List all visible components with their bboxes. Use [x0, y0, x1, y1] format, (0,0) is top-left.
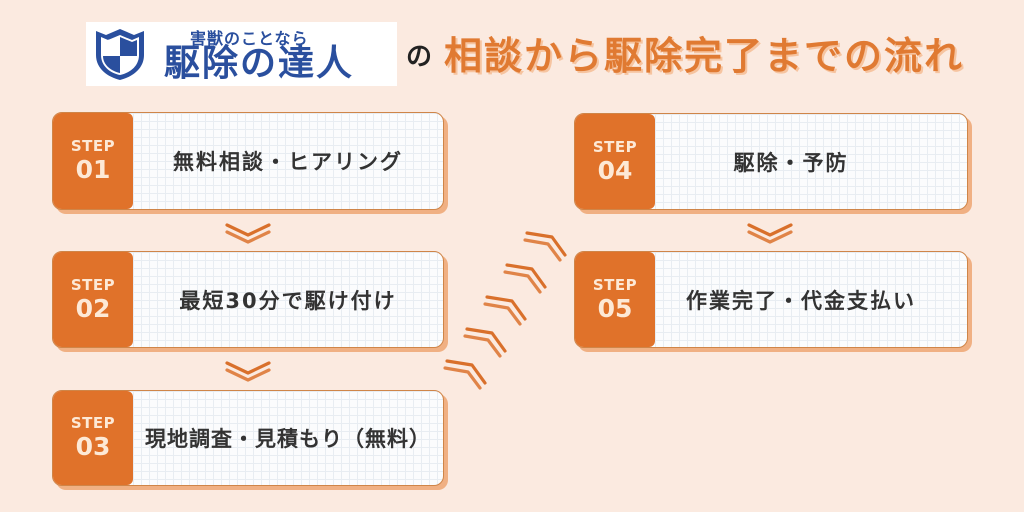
step-label: STEP	[592, 275, 638, 294]
step-label: STEP	[592, 137, 638, 156]
step-number: 03	[75, 432, 111, 461]
step-badge: STEP 02	[53, 252, 133, 347]
step-label: STEP	[70, 414, 116, 432]
chevron-up-right-icon	[463, 327, 507, 358]
logo-tagline: 害獣のことなら	[190, 29, 309, 48]
chevron-down-icon	[747, 223, 793, 244]
step-text: 無料相談・ヒアリング	[173, 150, 403, 174]
chevron-down-icon	[225, 361, 271, 382]
step-badge: STEP 03	[53, 391, 133, 485]
step-card-03: STEP 03 現地調査・見積もり（無料）	[52, 390, 444, 486]
step-badge: STEP 04	[575, 114, 655, 209]
step-card-01: STEP 01 無料相談・ヒアリング	[52, 112, 444, 210]
step-badge: STEP 05	[575, 252, 655, 347]
step-number: 04	[597, 155, 633, 185]
chevron-up-right-icon	[483, 295, 527, 326]
chevron-down-icon	[225, 223, 271, 244]
logo-name: 駆除の達人	[164, 43, 355, 84]
title-connector: の	[406, 42, 433, 72]
step-label: STEP	[70, 137, 116, 155]
step-text: 作業完了・代金支払い	[686, 288, 916, 313]
step-badge: STEP 01	[53, 113, 133, 209]
logo: 害獣のことなら 駆除の達人	[86, 22, 397, 86]
step-text: 現地調査・見積もり（無料）	[145, 427, 431, 451]
step-number: 05	[597, 293, 633, 323]
chevron-up-right-icon	[443, 359, 487, 390]
step-card-05: STEP 05 作業完了・代金支払い	[574, 251, 968, 348]
chevron-up-right-icon	[523, 231, 567, 262]
shield-icon	[96, 29, 144, 80]
step-label: STEP	[70, 275, 116, 294]
step-card-02: STEP 02 最短30分で駆け付け	[52, 251, 444, 348]
page-title: 相談から駆除完了までの流れ	[444, 34, 965, 78]
step-card-04: STEP 04 駆除・予防	[574, 113, 968, 210]
step-number: 01	[75, 155, 111, 184]
step-number: 02	[75, 293, 111, 323]
step-text: 最短30分で駆け付け	[179, 288, 397, 313]
chevron-up-right-icon	[503, 263, 547, 294]
step-text: 駆除・予防	[733, 150, 849, 175]
